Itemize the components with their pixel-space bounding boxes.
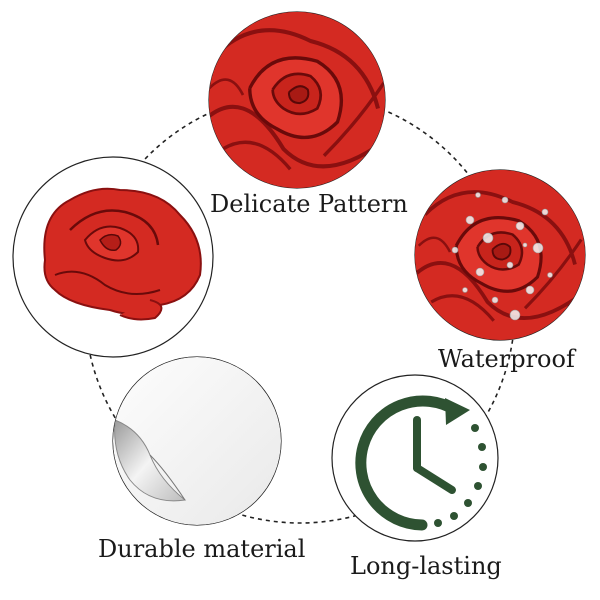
long-lasting-badge	[331, 374, 499, 542]
durable-material-badge	[112, 356, 282, 526]
rose-pattern-icon	[209, 12, 385, 188]
waterproof-badge	[414, 169, 586, 341]
feature-label-delicate-pattern: Delicate Pattern	[210, 190, 408, 218]
feature-label-long-lasting: Long-lasting	[350, 552, 502, 580]
feature-label-durable-material: Durable material	[98, 535, 306, 563]
clock-icon	[355, 395, 487, 531]
delicate-pattern-badge	[208, 11, 386, 189]
rose-icon	[43, 187, 202, 321]
rose-sticker-badge	[12, 156, 214, 358]
feature-label-waterproof: Waterproof	[438, 345, 575, 373]
water-droplets-icon	[415, 170, 585, 340]
peeling-sticker-icon	[113, 357, 281, 525]
